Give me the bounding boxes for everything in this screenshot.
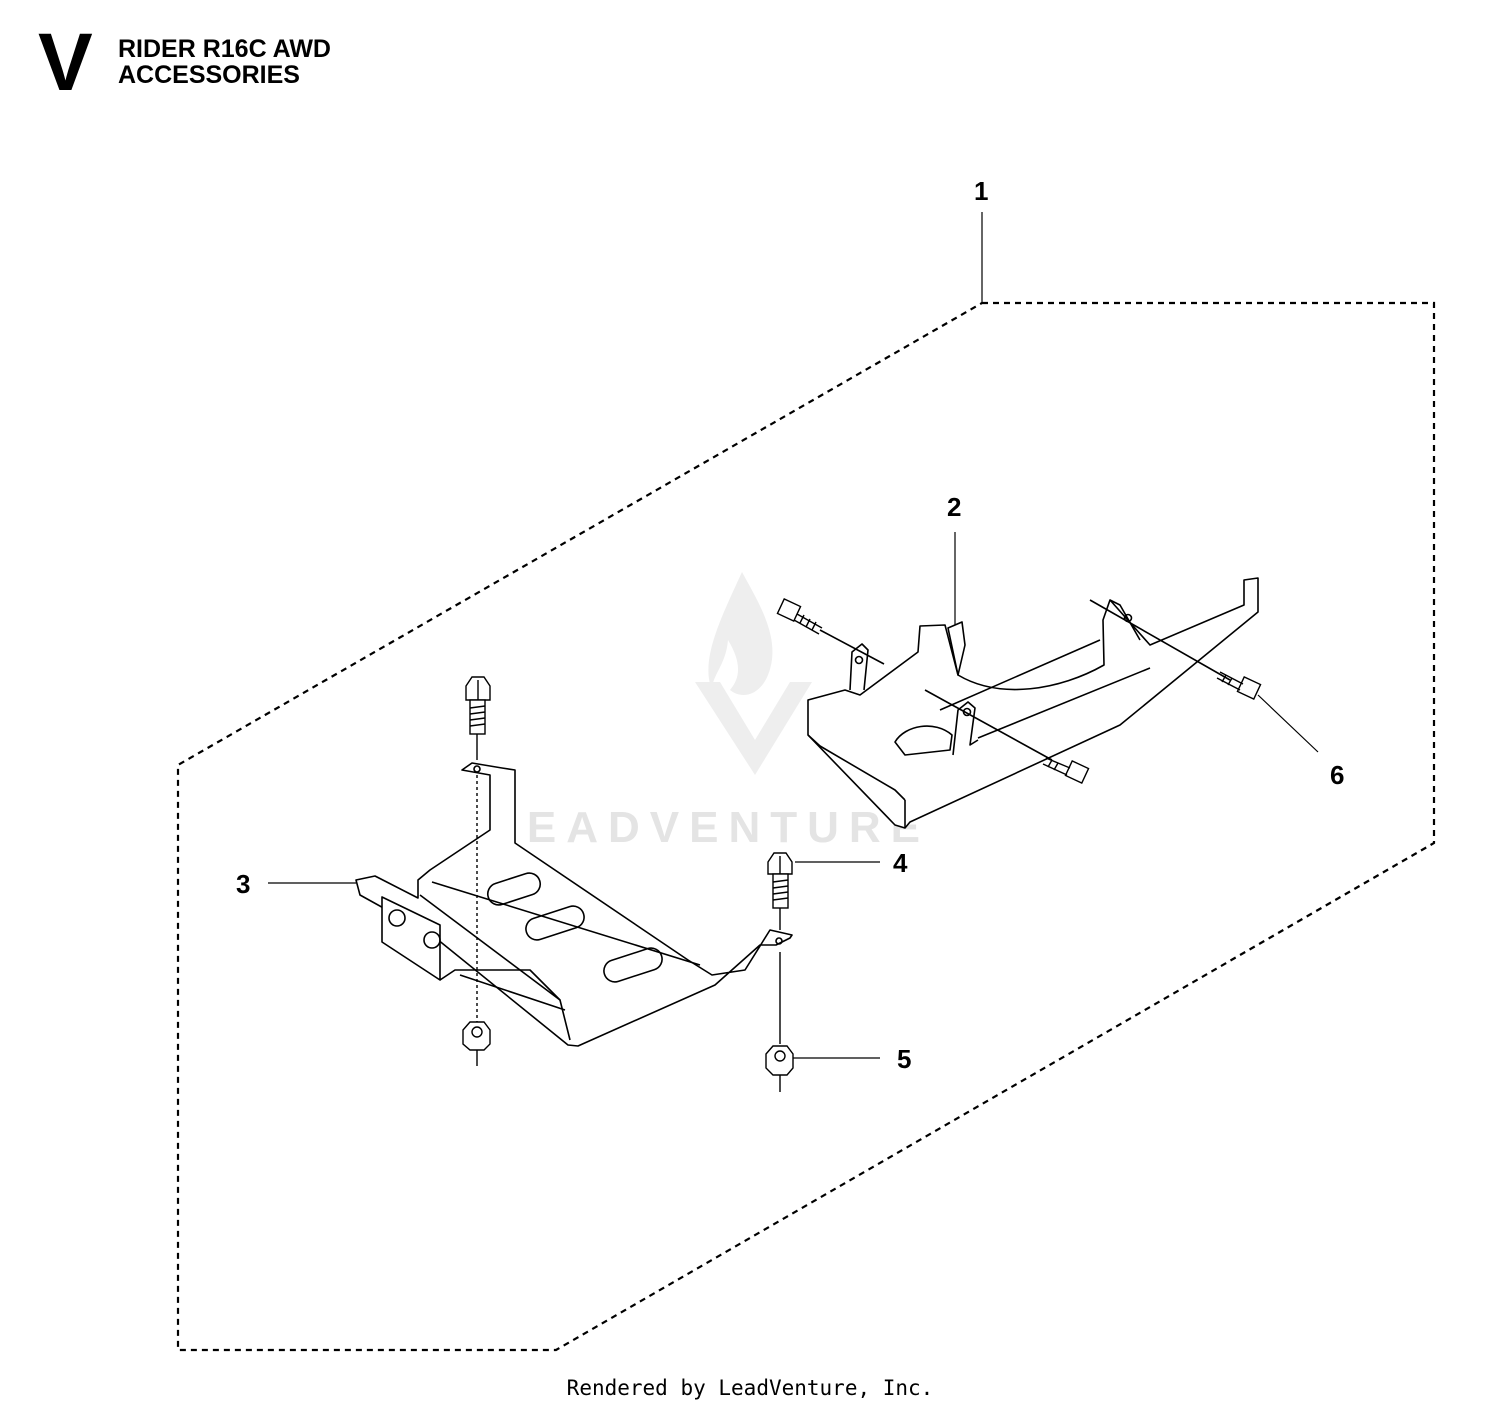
- kit-outline: [176, 301, 1436, 1352]
- watermark-text: LEADVENTURE: [490, 803, 930, 852]
- leader-line-6: [1257, 694, 1319, 753]
- front-nut-left: [462, 1021, 491, 1066]
- title-block: RIDER R16C AWD ACCESSORIES: [118, 36, 331, 88]
- front-bolt-right: [767, 852, 793, 1044]
- front-bolt-left: [465, 676, 491, 1022]
- callout-3: 3: [236, 869, 250, 899]
- callout-4: 4: [893, 848, 908, 878]
- section-letter: V: [38, 17, 93, 108]
- callout-2: 2: [947, 492, 961, 522]
- rear-bracket: [807, 577, 1259, 829]
- model-name: RIDER R16C AWD: [118, 35, 331, 63]
- section-title: ACCESSORIES: [118, 61, 300, 89]
- callout-6: 6: [1330, 760, 1344, 790]
- rear-bolt-center: [1042, 757, 1090, 784]
- front-nut-right: [765, 1045, 794, 1092]
- rear-bolt-right: [1216, 671, 1262, 700]
- watermark-flame-icon: [708, 572, 773, 695]
- callout-labels: 1 2 3 4 5 6: [236, 176, 1344, 1074]
- callout-5: 5: [897, 1044, 911, 1074]
- watermark-v-icon: [695, 682, 812, 775]
- watermark: LEADVENTURE: [490, 572, 930, 852]
- callout-1: 1: [974, 176, 988, 206]
- rear-bolt-left: [776, 598, 823, 635]
- footer-credit: Rendered by LeadVenture, Inc.: [566, 1376, 934, 1400]
